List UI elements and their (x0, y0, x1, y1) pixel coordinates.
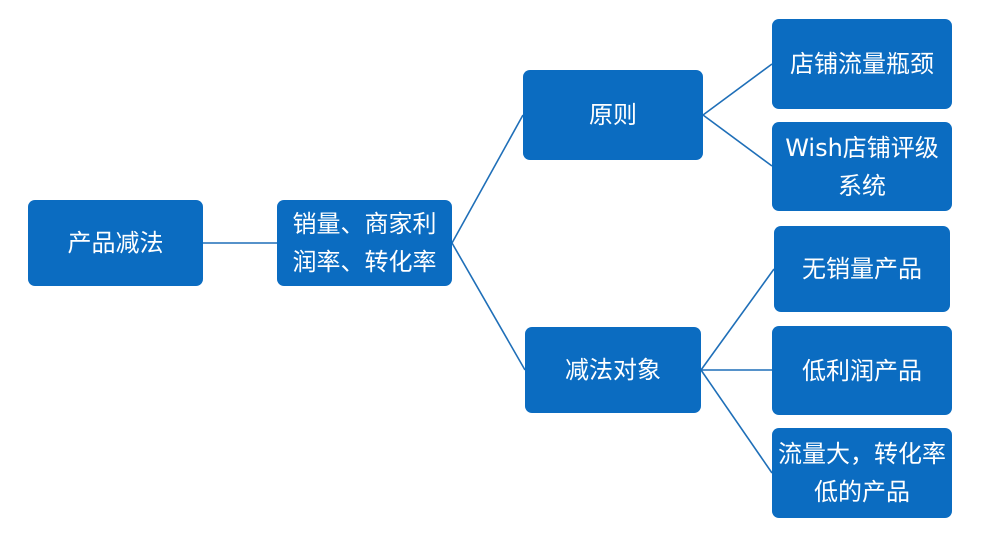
connector-targets-child-3 (700, 369, 773, 474)
node-principle-child-2: Wish店铺评级系统 (772, 122, 952, 211)
node-principle-label: 原则 (589, 101, 637, 129)
connector-level2-principle (451, 114, 524, 244)
node-level2: 销量、商家利润率、转化率 (277, 200, 452, 286)
node-level2-label: 销量、商家利润率、转化率 (292, 210, 437, 276)
node-targets-child-2-label: 低利润产品 (802, 356, 922, 385)
node-targets-child-2: 低利润产品 (772, 326, 952, 415)
node-root-label: 产品减法 (67, 229, 164, 257)
node-targets: 减法对象 (525, 327, 701, 413)
node-targets-child-3: 流量大，转化率低的产品 (772, 428, 952, 518)
node-principle-child-1: 店铺流量瓶颈 (772, 19, 952, 109)
connector-targets-child-1 (700, 268, 775, 371)
connector-principle-child-1 (702, 63, 773, 116)
node-targets-label: 减法对象 (565, 356, 661, 384)
connector-level2-targets (451, 242, 526, 371)
node-principle-child-2-label: Wish店铺评级系统 (785, 133, 939, 200)
connector-principle-child-2 (702, 114, 773, 167)
node-targets-child-3-label: 流量大，转化率低的产品 (778, 440, 946, 506)
node-targets-child-1: 无销量产品 (774, 226, 950, 312)
node-principle: 原则 (523, 70, 703, 160)
node-targets-child-1-label: 无销量产品 (802, 255, 922, 283)
node-principle-child-1-label: 店铺流量瓶颈 (790, 50, 934, 78)
node-root: 产品减法 (28, 200, 203, 286)
